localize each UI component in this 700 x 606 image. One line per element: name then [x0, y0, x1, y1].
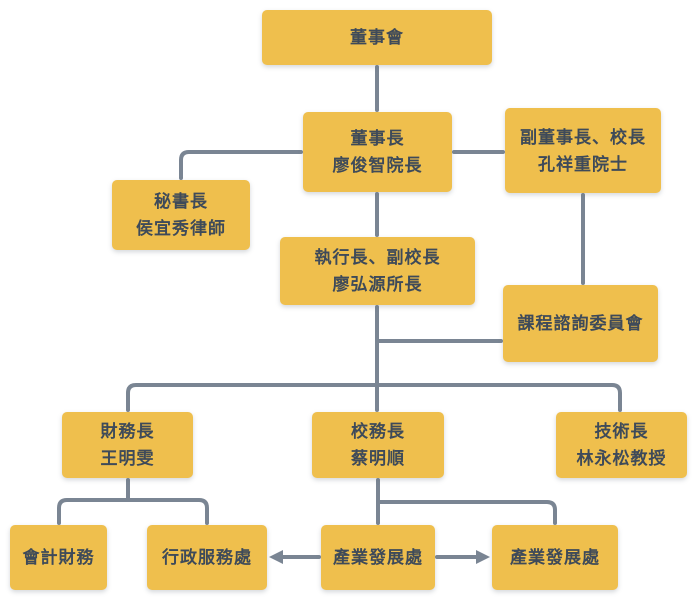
wire-cfo-split — [57, 498, 209, 525]
node-secretary-person: 侯宜秀律師 — [136, 219, 226, 238]
node-cto-person: 林永松教授 — [576, 449, 667, 468]
node-chairman: 董事長 廖俊智院長 — [303, 112, 452, 192]
node-vice-chairman: 副董事長、校長 孔祥重院士 — [505, 108, 661, 193]
node-industry-development-right: 產業發展處 — [492, 525, 618, 590]
wire-distribution-cfo-cto — [126, 383, 622, 412]
node-chairman-person: 廖俊智院長 — [332, 156, 423, 175]
node-industry-development-mid: 產業發展處 — [321, 525, 435, 590]
node-ceo-title: 執行長、副校長 — [314, 248, 441, 267]
node-ceo: 執行長、副校長 廖弘源所長 — [280, 237, 475, 305]
node-ceo-person: 廖弘源所長 — [332, 275, 423, 294]
node-cfo-title: 財務長 — [100, 422, 155, 441]
node-cao-title: 校務長 — [351, 422, 405, 441]
node-accounting-finance: 會計財務 — [10, 525, 107, 590]
node-cao-person: 蔡明順 — [351, 449, 405, 468]
node-admin-services: 行政服務處 — [147, 525, 267, 590]
node-cto-title: 技術長 — [594, 422, 649, 441]
arrowhead-left — [269, 550, 283, 564]
node-cto: 技術長 林永松教授 — [556, 412, 687, 478]
node-secretary: 秘書長 侯宜秀律師 — [112, 180, 250, 250]
node-industry-development-right-title: 產業發展處 — [510, 548, 600, 567]
arrowhead-right — [476, 550, 490, 564]
node-industry-development-mid-title: 產業發展處 — [333, 548, 423, 567]
node-cfo: 財務長 王明雯 — [62, 412, 193, 478]
arrow-industrymid-industryright — [435, 550, 490, 564]
node-cfo-person: 王明雯 — [100, 449, 155, 468]
node-chairman-title: 董事長 — [350, 129, 405, 148]
arrow-industrymid-admin — [269, 550, 321, 564]
node-accounting-finance-title: 會計財務 — [22, 548, 95, 567]
node-curriculum-committee: 課程諮詢委員會 — [503, 285, 658, 362]
node-board: 董事會 — [262, 10, 492, 65]
node-curriculum-committee-title: 課程諮詢委員會 — [517, 314, 644, 333]
wire-chairman-secretary — [179, 150, 303, 180]
node-board-title: 董事會 — [350, 28, 404, 47]
wire-cao-industryright — [376, 500, 557, 525]
node-secretary-title: 秘書長 — [154, 192, 208, 211]
node-admin-services-title: 行政服務處 — [162, 548, 252, 567]
node-vice-chairman-person: 孔祥重院士 — [538, 154, 628, 174]
node-vice-chairman-title: 副董事長、校長 — [520, 127, 646, 147]
node-cao: 校務長 蔡明順 — [312, 412, 444, 478]
